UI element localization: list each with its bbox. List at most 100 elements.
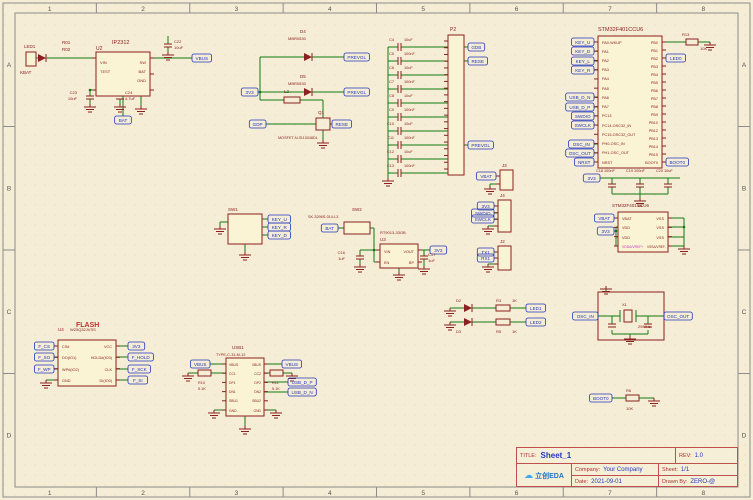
- net-flag[interactable]: [596, 226, 615, 236]
- component-label[interactable]: C8: [389, 94, 394, 98]
- net-flag-label[interactable]: OSC_IN: [573, 142, 590, 147]
- pin-name[interactable]: BP: [409, 261, 415, 265]
- component-label[interactable]: R6: [626, 388, 632, 393]
- net-flag-label[interactable]: USB_D_P: [292, 380, 313, 385]
- diode-symbol[interactable]: [38, 54, 46, 62]
- pin-name[interactable]: CS#: [62, 345, 70, 349]
- component-label[interactable]: SW1: [228, 207, 238, 212]
- net-flag[interactable]: [471, 214, 495, 224]
- pin-name[interactable]: HOLD#(IO3): [91, 356, 113, 360]
- component-label[interactable]: C4: [389, 38, 394, 42]
- pin-name[interactable]: PA5: [602, 87, 609, 91]
- component-label[interactable]: FLASH: [76, 322, 99, 329]
- frame-row-label[interactable]: C: [742, 309, 747, 316]
- component-body[interactable]: [283, 96, 301, 104]
- component-label[interactable]: IP2312: [112, 40, 129, 46]
- net-flag-label[interactable]: 3V3: [482, 204, 491, 209]
- pin-name[interactable]: DO(IO1): [62, 356, 77, 360]
- pin-name[interactable]: SBU2: [252, 399, 261, 403]
- pin-name[interactable]: PC15-OSC32_OUT: [602, 133, 636, 137]
- net-flag-label[interactable]: KEY_U: [575, 40, 590, 45]
- pin-name[interactable]: PA3: [602, 68, 609, 72]
- net-flag[interactable]: [467, 140, 494, 150]
- net-flag[interactable]: [525, 303, 547, 313]
- net-flag-label[interactable]: NRST: [578, 160, 591, 165]
- net-flag-label[interactable]: SWCLK: [475, 217, 492, 222]
- pin-name[interactable]: EN: [384, 261, 390, 265]
- net-flag-label[interactable]: BOOT0: [593, 396, 609, 401]
- component-label[interactable]: 1K: [512, 298, 517, 303]
- pin-name[interactable]: PB9: [651, 113, 658, 117]
- component-label[interactable]: 100nF: [404, 164, 415, 168]
- net-flag-label[interactable]: F_SO: [38, 355, 50, 360]
- pin-name[interactable]: PA1: [602, 50, 609, 54]
- component-label[interactable]: VDDA/VREF+: [622, 245, 643, 249]
- pin-name[interactable]: NRST: [602, 161, 613, 165]
- component-label[interactable]: 5.1K: [198, 387, 206, 391]
- pin-name[interactable]: VBUS: [229, 363, 239, 367]
- net-flag-label[interactable]: VBUS: [196, 56, 209, 61]
- net-flag-label[interactable]: SWDIO: [475, 211, 491, 216]
- component-label[interactable]: STM32F401CCU6: [612, 203, 650, 208]
- net-flag[interactable]: [571, 111, 595, 121]
- pin-name[interactable]: PA2: [602, 59, 609, 63]
- net-flag-label[interactable]: PREVGL: [471, 143, 490, 148]
- pin-name[interactable]: PB3: [651, 65, 658, 69]
- net-flag[interactable]: [191, 53, 213, 63]
- net-flag-label[interactable]: BAT: [119, 118, 128, 123]
- component-label[interactable]: 10uF: [404, 150, 413, 154]
- pin-name[interactable]: VIN: [100, 60, 107, 65]
- net-flag[interactable]: [565, 148, 595, 158]
- component-label[interactable]: R02: [62, 47, 71, 52]
- net-flag-label[interactable]: KEY_U: [272, 217, 287, 222]
- net-flag[interactable]: [665, 53, 687, 63]
- pin-name[interactable]: TEST: [100, 69, 111, 74]
- pin-name[interactable]: PB1: [651, 49, 658, 53]
- net-flag[interactable]: [574, 157, 595, 167]
- component-label[interactable]: C7: [389, 80, 394, 84]
- pin-name[interactable]: CC1: [229, 372, 236, 376]
- net-flag[interactable]: [475, 171, 497, 181]
- component-label[interactable]: P2: [450, 27, 456, 33]
- component-label[interactable]: D2: [456, 298, 462, 303]
- component-body[interactable]: [685, 38, 699, 46]
- pin-name[interactable]: VBUS: [252, 363, 262, 367]
- component-label[interactable]: U3: [380, 237, 386, 242]
- pin-name[interactable]: DP1: [229, 381, 236, 385]
- frame-col-label[interactable]: 1: [48, 490, 52, 497]
- pin-name[interactable]: PB14: [649, 145, 658, 149]
- frame-row-label[interactable]: D: [7, 432, 12, 439]
- net-flag-label[interactable]: LED0: [670, 56, 682, 61]
- net-flag-label[interactable]: F_SCK: [132, 367, 148, 372]
- component-label[interactable]: C10: [387, 122, 394, 126]
- component-body[interactable]: [315, 117, 331, 131]
- net-flag-label[interactable]: F_SI: [133, 378, 143, 383]
- net-flag[interactable]: [476, 253, 495, 263]
- component-body[interactable]: [197, 369, 212, 377]
- component-label[interactable]: C20 10uF: [656, 169, 673, 173]
- net-flag-label[interactable]: VBAT: [480, 174, 492, 179]
- component-label[interactable]: 10uF: [404, 66, 413, 70]
- net-flag-label[interactable]: VBUS: [286, 362, 299, 367]
- component-label[interactable]: C16: [338, 250, 346, 255]
- component-label[interactable]: USB1: [232, 345, 244, 350]
- net-flag-label[interactable]: LED1: [530, 306, 542, 311]
- component-label[interactable]: 1uF: [428, 258, 435, 263]
- net-flag-label[interactable]: GDB: [471, 45, 481, 50]
- pin-name[interactable]: WP#(IO2): [62, 368, 80, 372]
- component-body[interactable]: [625, 394, 640, 402]
- net-flag[interactable]: [467, 42, 486, 52]
- component-body[interactable]: [597, 35, 663, 169]
- net-flag[interactable]: [127, 375, 149, 385]
- component-label[interactable]: KBAT: [20, 70, 32, 75]
- component-body[interactable]: [95, 51, 151, 97]
- net-flag-label[interactable]: KEY_R: [272, 225, 288, 230]
- frame-col-label[interactable]: 4: [328, 6, 332, 13]
- component-label[interactable]: 10uF: [68, 96, 78, 101]
- component-body[interactable]: [227, 213, 263, 245]
- net-flag[interactable]: [127, 364, 151, 374]
- drawn-by-value[interactable]: ZERO-@: [690, 478, 716, 485]
- component-label[interactable]: 10uF: [404, 94, 413, 98]
- component-label[interactable]: D3: [456, 329, 462, 334]
